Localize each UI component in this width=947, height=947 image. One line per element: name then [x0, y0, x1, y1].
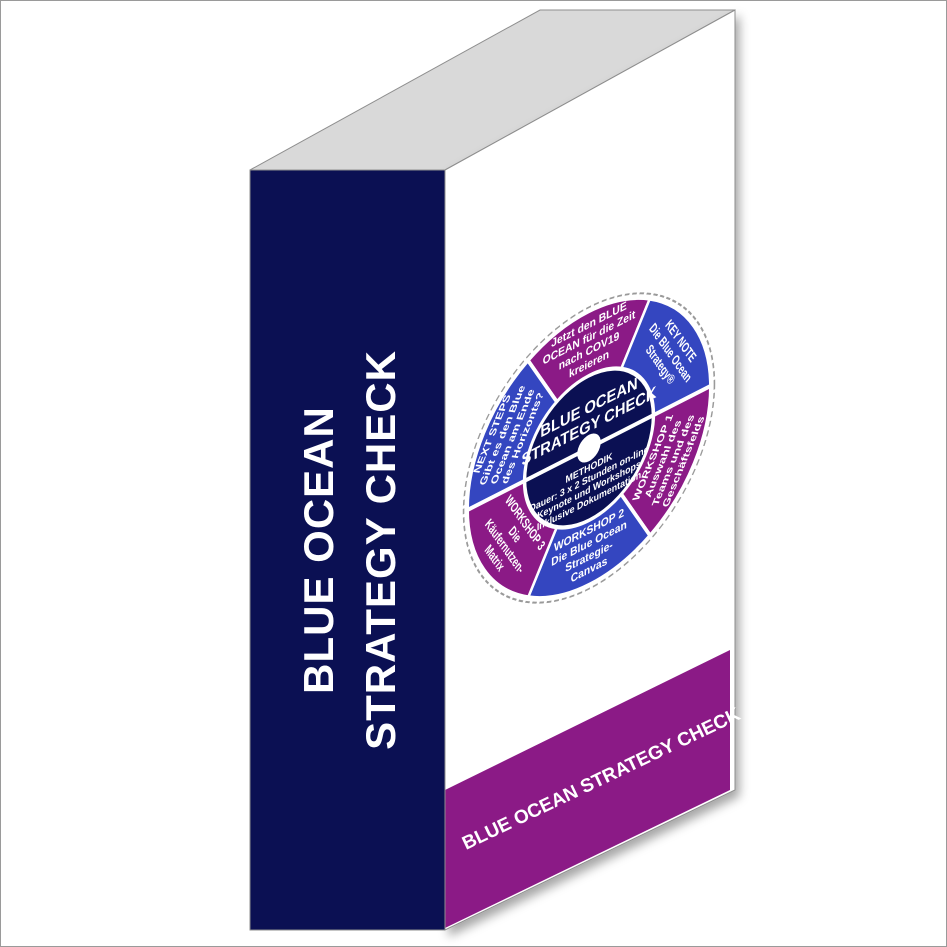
front-purple-band: [445, 650, 730, 928]
wheel-dashed-ring: [462, 292, 716, 604]
box-spine: [249, 169, 446, 931]
wheel-hub: [577, 433, 601, 463]
spine-title-line1: BLUE OCEAN: [295, 406, 342, 694]
spine-title-line2: STRATEGY CHECK: [357, 350, 404, 750]
strategy-wheel: BLUE OCEAN STRATEGY CHECK METHODIK Dauer…: [462, 292, 716, 604]
segment-nextsteps: [466, 358, 559, 513]
